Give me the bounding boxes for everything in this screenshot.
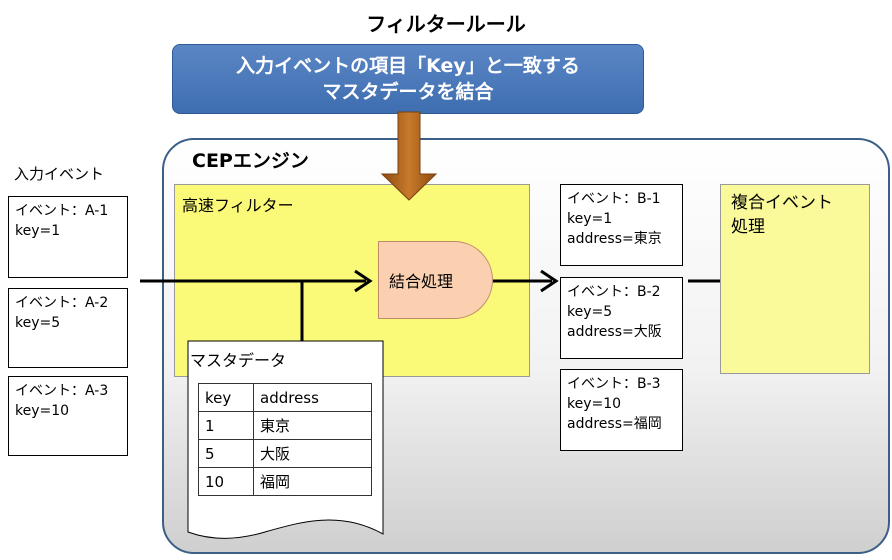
master-data-label: マスタデータ xyxy=(190,351,287,370)
event-name: イベント：B-1 xyxy=(567,191,661,207)
rule-line-2: マスタデータを結合 xyxy=(322,81,494,103)
event-key: key=5 xyxy=(567,304,613,320)
event-name: イベント：A-2 xyxy=(15,295,109,311)
table-row: 5 大阪 xyxy=(198,439,372,468)
event-key: key=5 xyxy=(15,315,61,331)
cell-key: 5 xyxy=(198,439,254,468)
output-event-b2: イベント：B-2 key=5 address=大阪 xyxy=(560,277,683,359)
input-event-a3: イベント：A-3 key=10 xyxy=(8,376,128,456)
complex-label-line-2: 処理 xyxy=(731,217,765,237)
input-events-label: 入力イベント xyxy=(14,165,105,183)
column-header-key: key xyxy=(198,383,254,412)
event-name: イベント：A-1 xyxy=(15,203,109,219)
event-name: イベント：A-3 xyxy=(15,383,109,399)
table-row: 1 東京 xyxy=(198,411,372,440)
complex-label-line-1: 複合イベント xyxy=(731,193,833,213)
table-header-row: key address xyxy=(198,383,372,412)
input-event-a1: イベント：A-1 key=1 xyxy=(8,196,128,278)
event-name: イベント：B-2 xyxy=(567,284,661,300)
event-name: イベント：B-3 xyxy=(567,376,661,392)
master-data-table: key address 1 東京 5 大阪 10 福岡 xyxy=(198,383,372,496)
rule-line-1: 入力イベントの項目「Key」と一致する xyxy=(236,55,580,77)
filter-rule-banner: 入力イベントの項目「Key」と一致する マスタデータを結合 xyxy=(172,44,644,114)
event-address: address=福岡 xyxy=(567,416,662,432)
event-key: key=10 xyxy=(15,403,70,419)
join-process-node: 結合処理 xyxy=(378,241,493,319)
cell-key: 10 xyxy=(198,467,254,496)
event-address: address=東京 xyxy=(567,231,662,247)
input-event-a2: イベント：A-2 key=5 xyxy=(8,288,128,368)
diagram-title: フィルタールール xyxy=(366,12,526,36)
output-event-b1: イベント：B-1 key=1 address=東京 xyxy=(560,184,683,266)
output-event-b3: イベント：B-3 key=10 address=福岡 xyxy=(560,369,683,451)
filter-label: 高速フィルター xyxy=(182,196,294,215)
input-flow-arrowhead xyxy=(354,269,373,293)
cell-key: 1 xyxy=(198,411,254,440)
event-key: key=1 xyxy=(15,223,61,239)
join-output-arrowhead xyxy=(540,269,559,293)
column-header-address: address xyxy=(253,383,372,412)
cell-address: 東京 xyxy=(253,411,372,440)
event-address: address=大阪 xyxy=(567,324,662,340)
cell-address: 福岡 xyxy=(253,467,372,496)
event-key: key=10 xyxy=(567,396,622,412)
cep-engine-label: CEPエンジン xyxy=(192,150,309,172)
cell-address: 大阪 xyxy=(253,439,372,468)
down-arrow xyxy=(380,111,438,201)
table-row: 10 福岡 xyxy=(198,467,372,496)
complex-event-processing-box: 複合イベント 処理 xyxy=(720,184,870,374)
event-key: key=1 xyxy=(567,211,613,227)
